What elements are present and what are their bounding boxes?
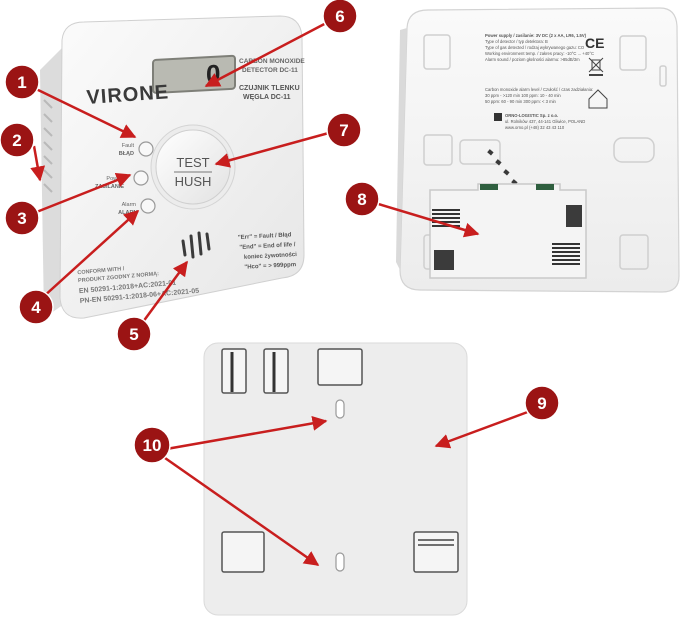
callout-2: 2: [0, 122, 35, 158]
legend-line2: "End" = End of life /: [239, 242, 296, 251]
back-table-line3: 50 ppm: 60 - 90 min 300 ppm: < 3 min: [485, 99, 557, 104]
callout-badges: 1 2 3 4 5 6 7 8: [0, 0, 560, 464]
weee-bin-icon: [588, 57, 604, 76]
company-line2: ul. Rolników 437, 44-141 Gliwice, POLAND: [505, 119, 585, 124]
arrow-6: [204, 18, 333, 88]
ce-mark: CE: [585, 35, 604, 51]
plate-clip-shadows: [230, 352, 276, 392]
battery-spring-bottom: [552, 243, 580, 265]
model-en-line2: DETECTOR DC-11: [242, 67, 298, 74]
screw-hole-bottom: [335, 552, 345, 572]
callout-6-label: 6: [335, 7, 344, 26]
back-table-line2: 30 ppm - >120 min 100 ppm: 10 - 40 min: [485, 93, 561, 98]
callout-8: 8: [344, 181, 380, 217]
conform-line1: CONFORM WITH /: [77, 266, 125, 276]
arrow-3: [33, 172, 132, 215]
back-label-line4: Working environment temp. / zakres pracy…: [485, 51, 594, 56]
back-dots: [487, 149, 518, 186]
callout-10: 10: [133, 426, 171, 464]
legend-line4: "Hco" = > 999ppm: [244, 262, 296, 271]
led-fault-line2: BŁĄD: [119, 151, 134, 157]
back-label: Power supply / zasilanie: 3V DC (2 x AA,…: [485, 33, 594, 130]
callout-3-label: 3: [17, 209, 26, 228]
led-power-line2: ZASILANIE: [95, 184, 124, 190]
arrow-7: [214, 129, 337, 168]
led-fault-line1: Fault: [122, 143, 135, 149]
back-label-line1: Power supply / zasilanie: 3V DC (2 x AA,…: [485, 33, 587, 38]
led-power-line1: Power: [106, 176, 122, 182]
speaker-grille: [181, 231, 211, 259]
plate-bottom-clips: [221, 531, 459, 573]
hush-label: HUSH: [175, 174, 212, 189]
arrow-10a: [154, 415, 328, 453]
company-logo-icon: [494, 113, 502, 121]
back-detector: Power supply / zasilanie: 3V DC (2 x AA,…: [396, 7, 680, 293]
callout-arrows: [30, 18, 534, 567]
battery-contact-right: [566, 205, 582, 227]
model-pl-line2: WĘGLA DC-11: [243, 94, 291, 101]
battery-contact-bottom-left: [434, 250, 454, 270]
callout-5: 5: [116, 316, 152, 352]
back-table-line1: Carbon monoxide alarm level / Czułość / …: [485, 87, 593, 92]
callout-1: 1: [4, 64, 40, 100]
callout-3: 3: [4, 200, 40, 236]
model-text: CARBON MONOXIDE DETECTOR DC-11: [239, 58, 305, 74]
arrow-5: [138, 260, 189, 327]
plate-bottom-spring: [418, 539, 454, 546]
battery-compartment: [429, 183, 587, 279]
arrow-4: [41, 209, 140, 299]
house-icon: [588, 89, 608, 109]
screw-hole-top: [335, 399, 345, 419]
side-vents: [43, 99, 53, 193]
callout-4: 4: [18, 289, 54, 325]
callout-5-label: 5: [129, 325, 138, 344]
callout-8-label: 8: [357, 190, 366, 209]
legend-line3: koniec żywotności: [244, 252, 298, 261]
callout-7: 7: [326, 112, 362, 148]
back-label-line3: Type of gas detected / rodzaj wykrywaneg…: [485, 45, 585, 50]
legend-line1: "Err" = Fault / Błąd: [238, 232, 292, 241]
callout-7-label: 7: [339, 121, 348, 140]
callout-2-label: 2: [12, 131, 21, 150]
callout-9: 9: [524, 385, 560, 421]
arrow-9: [434, 408, 534, 449]
battery-contact-top-left: [480, 184, 498, 190]
test-label: TEST: [176, 155, 209, 170]
arrow-8: [374, 201, 480, 238]
mounting-plate-body: [203, 342, 468, 616]
callout-9-label: 9: [537, 394, 546, 413]
mounting-plate: [203, 342, 468, 616]
back-label-line5: Alarm sound / poziom głośności alarmu: >…: [485, 57, 580, 62]
plate-top-clips: [221, 348, 363, 394]
model-en-line1: CARBON MONOXIDE: [239, 58, 305, 65]
error-legend: "Err" = Fault / Błąd "End" = End of life…: [238, 232, 298, 271]
led-fault: [138, 141, 154, 157]
battery-contact-top-right: [536, 184, 554, 190]
callout-10-label: 10: [143, 436, 162, 455]
callout-1-label: 1: [17, 73, 26, 92]
back-label-line2: Type of detector / typ detektora: B: [485, 39, 548, 44]
company-line3: www.orno.pl (+48) 32 43 43 110: [505, 125, 565, 130]
model-pl-text: CZUJNIK TLENKU WĘGLA DC-11: [239, 85, 300, 101]
callout-6: 6: [322, 0, 358, 34]
company-line1: ORNO-LOGISTIC Sp. z o.o.: [505, 113, 558, 118]
model-pl-line1: CZUJNIK TLENKU: [239, 85, 300, 92]
led-alarm: [140, 198, 156, 214]
led-power: [133, 170, 149, 186]
front-detector: 0 CARBON MONOXIDE DETECTOR DC-11 CZUJNIK…: [40, 15, 305, 319]
led-alarm-line1: Alarm: [122, 202, 137, 208]
arrow-2: [30, 145, 46, 182]
arrow-1: [33, 86, 137, 139]
arrow-10b: [154, 449, 320, 567]
callout-4-label: 4: [31, 298, 41, 317]
